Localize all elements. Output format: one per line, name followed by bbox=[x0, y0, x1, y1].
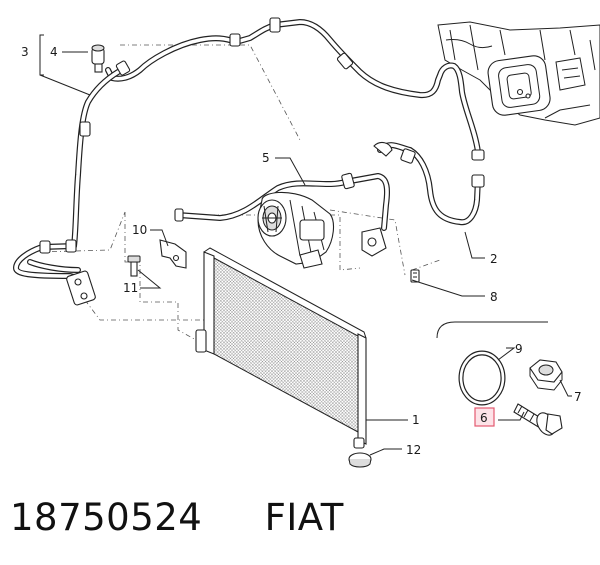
hex-nut bbox=[529, 359, 563, 391]
suction-hose bbox=[373, 141, 485, 226]
exploded-parts-diagram: 3 4 5 2 10 11 8 9 7 6 1 12 bbox=[13, 17, 600, 468]
callout-8: 8 bbox=[490, 290, 498, 304]
pressure-switch bbox=[91, 44, 105, 73]
part-number: 18750524 bbox=[10, 496, 203, 539]
kit-bracket-line bbox=[436, 321, 548, 339]
callout-6: 6 bbox=[480, 411, 488, 425]
leader-lines bbox=[39, 34, 572, 456]
hose-clip bbox=[410, 269, 420, 283]
rubber-cap bbox=[348, 452, 372, 468]
refrigerant-pipe-assembly bbox=[13, 17, 481, 306]
o-ring bbox=[458, 350, 506, 406]
callout-labels: 3 4 5 2 10 11 8 9 7 6 1 12 bbox=[21, 45, 582, 457]
callout-1: 1 bbox=[412, 413, 420, 427]
flange-bolt bbox=[513, 403, 563, 436]
mounting-bracket bbox=[159, 239, 187, 269]
engine-block bbox=[437, 21, 600, 126]
discharge-hose bbox=[174, 172, 390, 257]
brand-name: FIAT bbox=[264, 496, 344, 539]
highlight-box-callout-6 bbox=[474, 407, 495, 427]
callout-12: 12 bbox=[406, 443, 421, 457]
ac-compressor bbox=[257, 191, 335, 269]
condenser bbox=[195, 247, 367, 449]
callout-7: 7 bbox=[574, 390, 582, 404]
bracket-screw bbox=[127, 255, 141, 277]
callout-2: 2 bbox=[490, 252, 498, 266]
callout-3: 3 bbox=[21, 45, 29, 59]
callout-9: 9 bbox=[515, 342, 523, 356]
callout-11: 11 bbox=[123, 281, 138, 295]
callout-4: 4 bbox=[50, 45, 58, 59]
callout-5: 5 bbox=[262, 151, 270, 165]
callout-10: 10 bbox=[132, 223, 147, 237]
part-caption: 18750524 FIAT bbox=[10, 496, 344, 546]
